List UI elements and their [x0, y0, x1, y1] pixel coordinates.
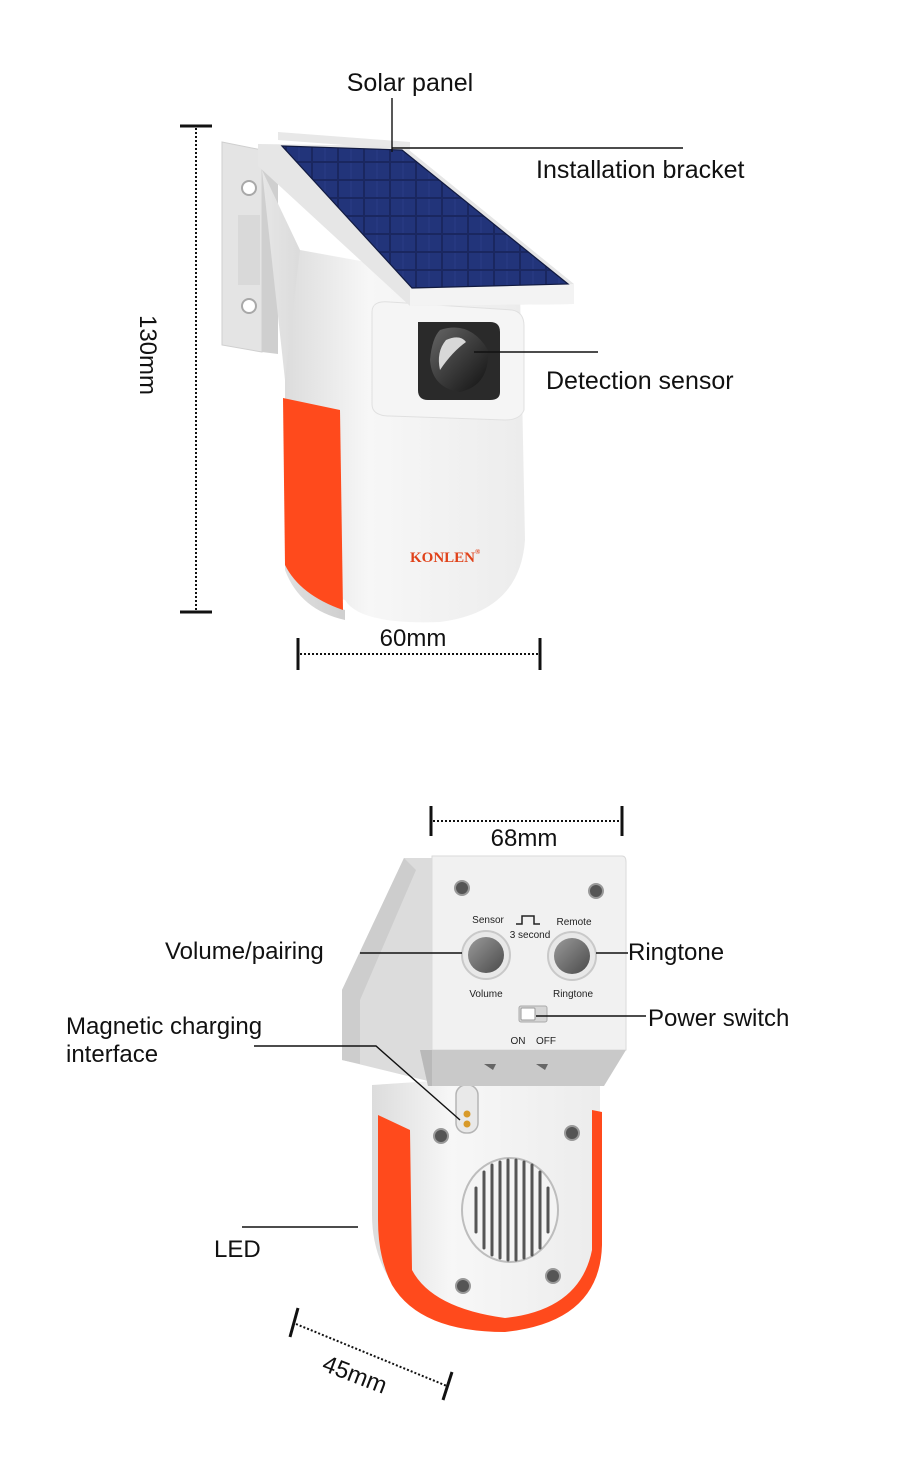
- screw-icon: [433, 1128, 449, 1144]
- panel-label-volume: Volume: [469, 989, 503, 1000]
- dimension-height-label: 130mm: [134, 315, 161, 395]
- solar-panel: [258, 132, 574, 306]
- label-power-switch: Power switch: [648, 1005, 789, 1032]
- pulse-icon: [516, 915, 540, 925]
- speaker-grille-icon: [461, 1157, 559, 1263]
- label-volume-pairing: Volume/pairing: [165, 938, 324, 965]
- screw-icon: [564, 1125, 580, 1141]
- dimension-depth-label: 45mm: [319, 1350, 391, 1399]
- screw-icon: [454, 880, 470, 896]
- panel-label-remote: Remote: [556, 917, 591, 928]
- dimension-width: 60mm: [296, 625, 542, 670]
- dimension-width-label: 60mm: [380, 625, 447, 652]
- label-ringtone: Ringtone: [628, 939, 724, 966]
- panel-label-off: OFF: [536, 1036, 556, 1047]
- panel-label-sensor: Sensor: [472, 915, 504, 926]
- dimension-depth: 45mm: [288, 1307, 454, 1401]
- back-view: Sensor Remote 3 second Volume Ringtone O…: [66, 806, 789, 1401]
- label-magnetic-charging: Magnetic charging: [66, 1013, 262, 1040]
- control-panel: Sensor Remote 3 second Volume Ringtone O…: [420, 855, 627, 1086]
- volume-pairing-button[interactable]: [468, 937, 504, 973]
- power-switch[interactable]: [520, 1007, 536, 1021]
- label-led: LED: [214, 1236, 261, 1263]
- label-interface: interface: [66, 1041, 158, 1068]
- panel-label-ringtone: Ringtone: [553, 989, 593, 1000]
- bracket-screw-icon: [241, 298, 257, 314]
- led-strip: [283, 398, 343, 610]
- bracket-screw-icon: [241, 180, 257, 196]
- alarm-body: KONLEN®: [262, 170, 525, 623]
- screw-icon: [545, 1268, 561, 1284]
- panel-label-on: ON: [511, 1036, 526, 1047]
- led-band: [378, 1110, 602, 1332]
- label-detection-sensor: Detection sensor: [546, 367, 734, 395]
- brand-logo: KONLEN®: [410, 548, 481, 566]
- lens-reflection-icon: [438, 337, 466, 370]
- dimension-back-width: 68mm: [429, 806, 624, 852]
- ringtone-button[interactable]: [554, 938, 590, 974]
- dimension-back-width-label: 68mm: [491, 825, 558, 852]
- front-leader-lines: [391, 98, 683, 353]
- panel-label-3-second: 3 second: [510, 930, 551, 941]
- back-body: [372, 1070, 602, 1332]
- screw-icon: [588, 883, 604, 899]
- screw-icon: [455, 1278, 471, 1294]
- dimension-height: 130mm: [134, 124, 212, 614]
- label-installation-bracket: Installation bracket: [536, 156, 745, 184]
- back-leader-lines: [242, 952, 646, 1228]
- front-view: KONLEN® Solar panel Installation bracket…: [134, 69, 745, 670]
- label-solar-panel: Solar panel: [347, 69, 473, 97]
